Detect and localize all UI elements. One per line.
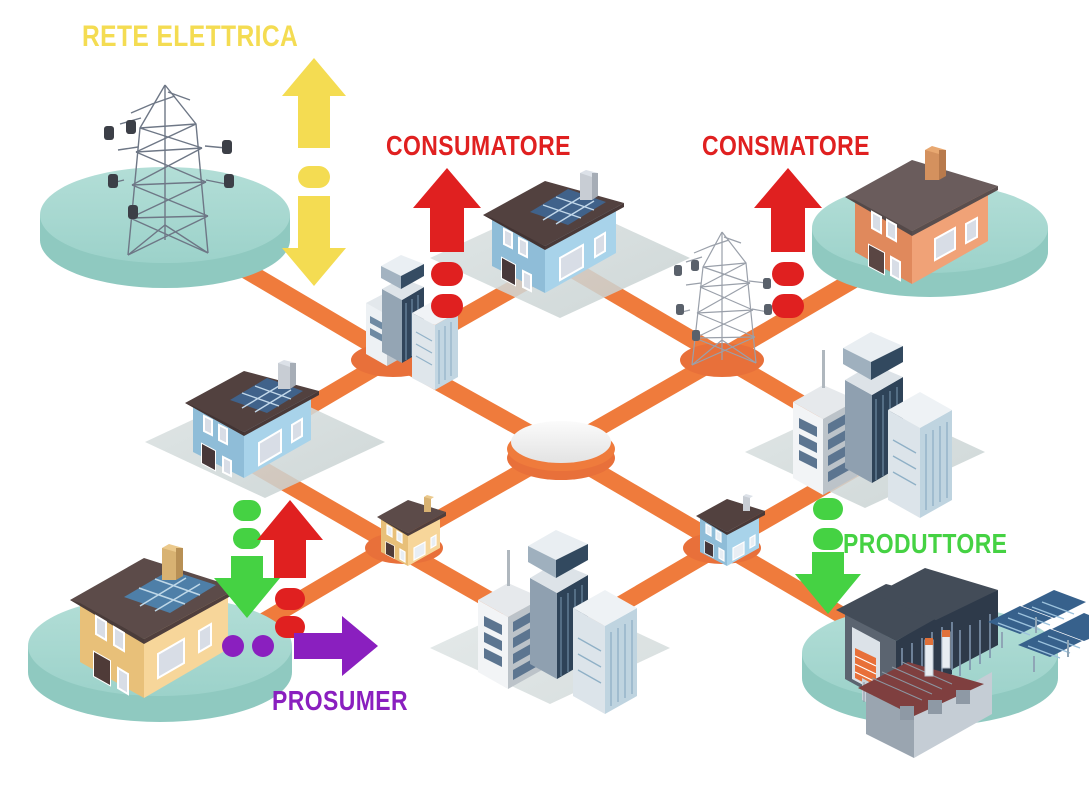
producer-arrow <box>795 498 861 614</box>
house-orange-icon <box>845 146 998 284</box>
label-produttore: PRODUTTORE <box>843 528 1008 559</box>
site-factory-solar-farm <box>802 568 1089 758</box>
solar-panel-array-icon <box>988 590 1089 672</box>
transmission-tower-icon <box>107 84 227 256</box>
solar-panel-icon <box>124 570 216 613</box>
prosumer-export-arrow <box>257 500 323 638</box>
label-consumatore-2: CONSMATORE <box>702 130 870 161</box>
transmission-tower-icon <box>677 231 769 366</box>
node-towers-upper-left <box>351 255 458 390</box>
site-office-towers-right <box>793 332 952 518</box>
site-office-towers-bottom <box>478 530 637 714</box>
pylon-insulators <box>104 120 234 219</box>
site-yellow-house-solar <box>28 544 292 722</box>
industrial-plant-icon <box>836 568 1089 758</box>
site-blue-house-solar-top <box>483 170 624 293</box>
site-blue-house-solar-left <box>185 360 319 478</box>
node-pylon-upper-right <box>674 231 772 377</box>
prosumer-import-arrow <box>214 500 280 618</box>
consumer-2-arrow <box>754 168 822 318</box>
prosumer-exchange-arrow <box>222 616 378 676</box>
label-prosumer: PROSUMER <box>272 685 408 716</box>
consumer-1-arrow <box>413 168 481 318</box>
site-orange-house <box>812 146 1048 297</box>
node-house-lower-right <box>683 494 765 566</box>
grid-bidirectional-arrow <box>282 58 346 286</box>
label-rete-elettrica: RETE ELETTRICA <box>82 20 299 53</box>
node-central-hub <box>507 421 615 480</box>
label-consumatore-1: CONSUMATORE <box>386 130 571 161</box>
node-house-lower-left <box>365 495 446 566</box>
house-yellow-solar-icon <box>70 544 238 698</box>
site-pylon-platform <box>40 84 290 288</box>
